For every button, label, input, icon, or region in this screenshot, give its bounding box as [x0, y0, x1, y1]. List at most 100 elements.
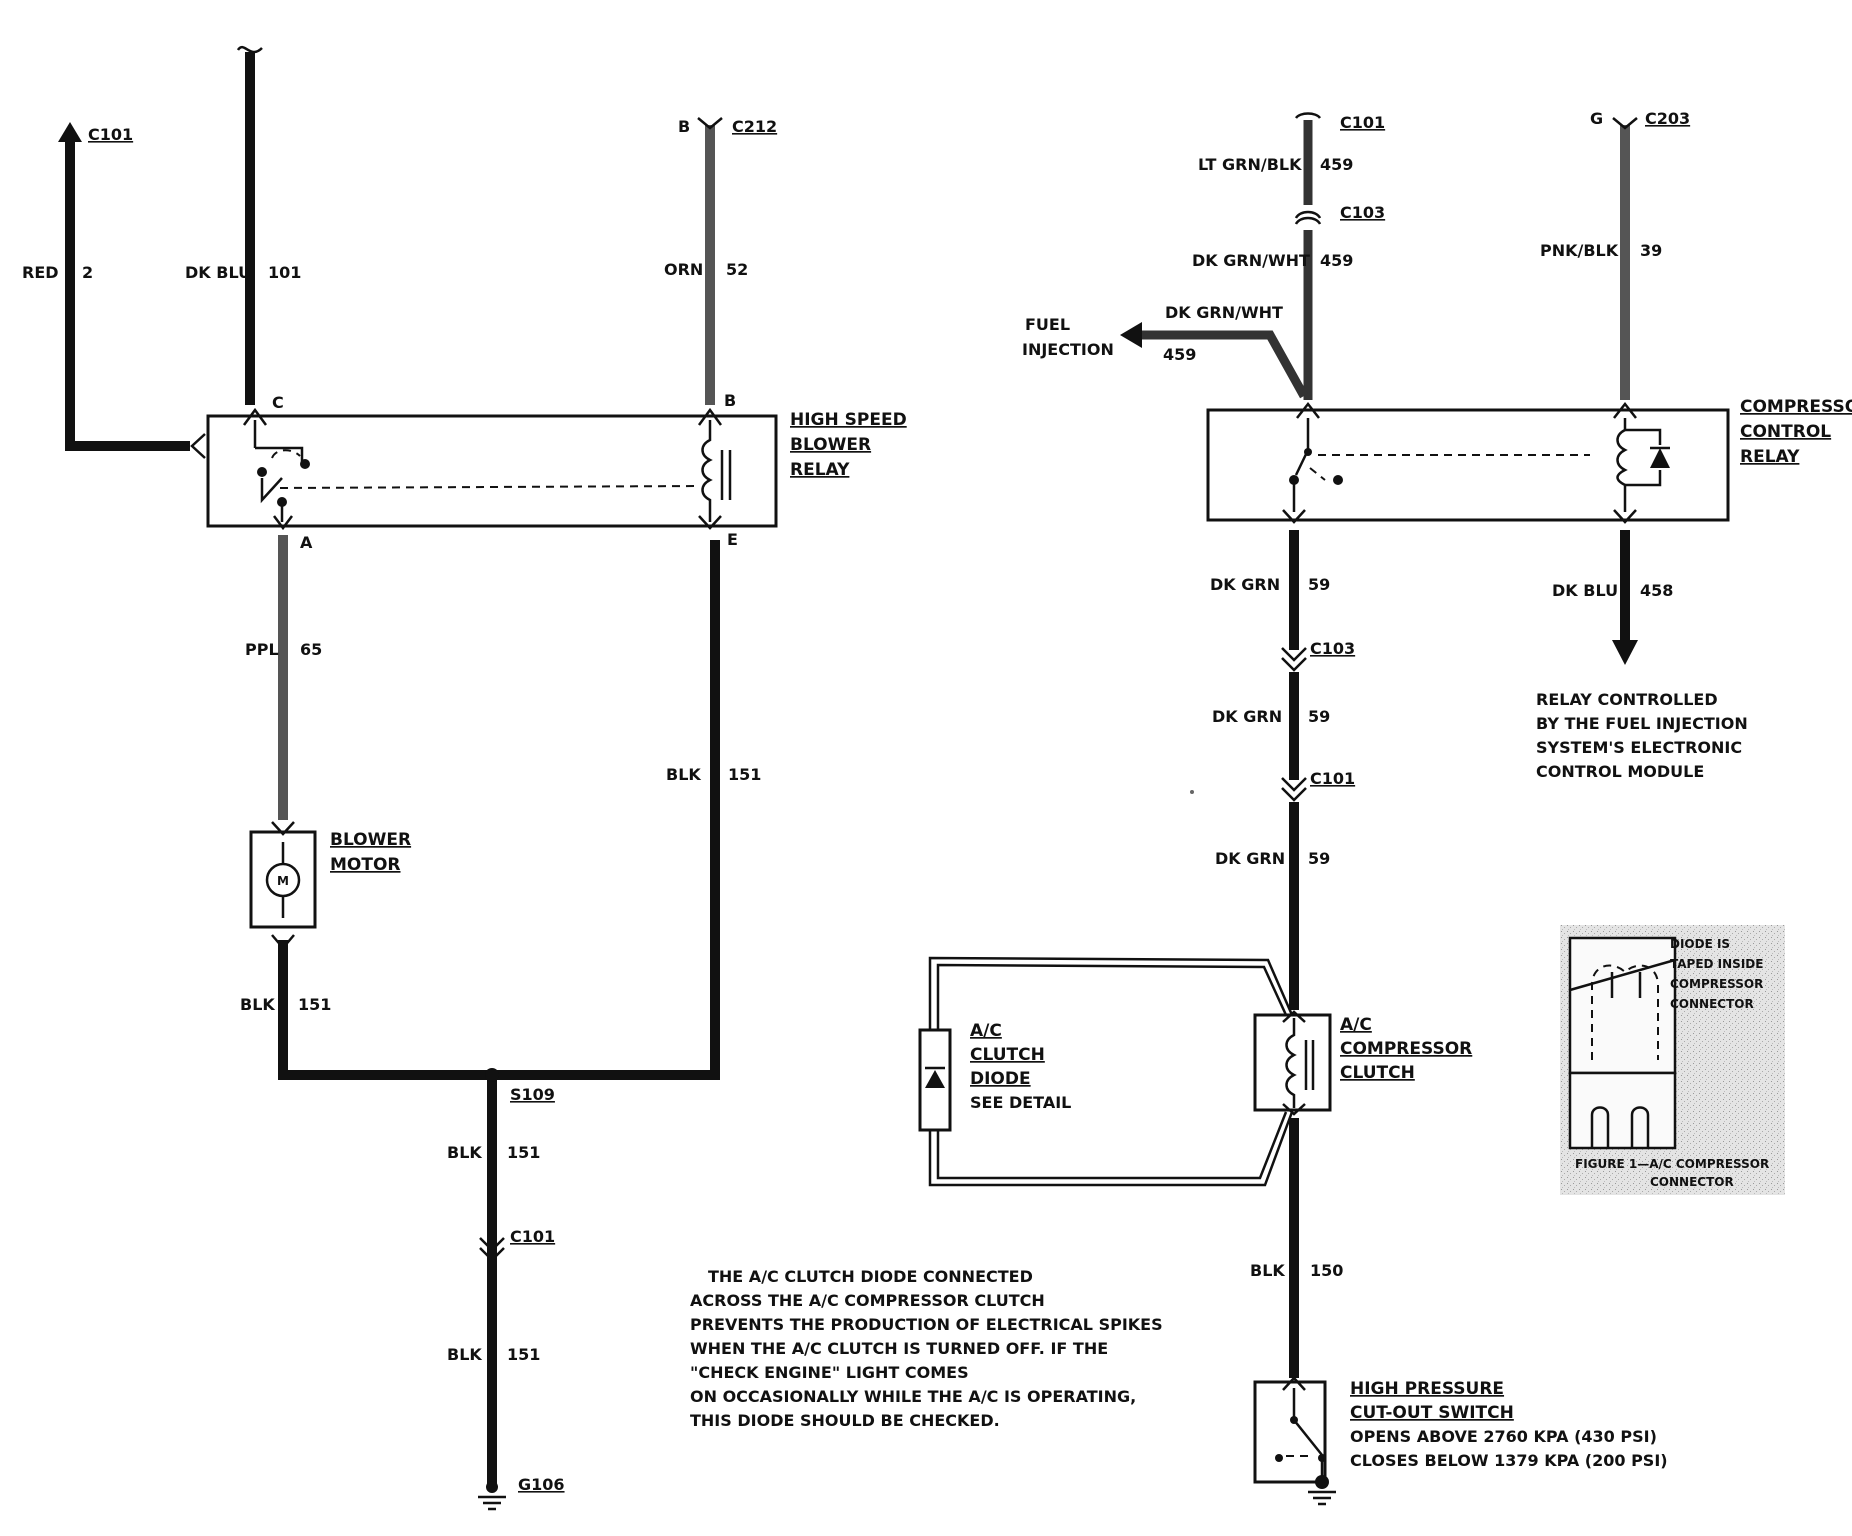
pressure-switch-connector-icon: [1282, 1376, 1306, 1391]
compressor-relay-switch-icon: [1289, 418, 1590, 512]
diode-icon: [925, 1066, 945, 1088]
c203-pin-label: G: [1590, 109, 1603, 128]
relay-pin-c-icon: [242, 407, 268, 426]
blk-s109-circuit-label: 151: [507, 1143, 540, 1162]
fuel-injection-wire: [1140, 330, 1308, 399]
pressure-switch-icon: [1275, 1388, 1336, 1506]
diode-note-line-7: THIS DIODE SHOULD BE CHECKED.: [690, 1411, 1000, 1430]
dk-grn-wht-circuit-label: 459: [1320, 251, 1353, 270]
dk-blu-458-circuit-label: 458: [1640, 581, 1673, 600]
red-wire: [65, 140, 190, 451]
fuel-injection-label-1: FUEL: [1025, 315, 1070, 334]
c101-top-label: C101: [1340, 113, 1385, 132]
c212-pin-label: B: [678, 117, 690, 136]
ac-compressor-clutch-box: [1253, 1013, 1332, 1112]
c101-mid-connector-icon: [1281, 777, 1307, 802]
detail-note-line-1: DIODE IS: [1670, 937, 1730, 951]
ppl-color-label: PPL: [245, 640, 279, 659]
diode-note-line-4: WHEN THE A/C CLUTCH IS TURNED OFF. IF TH…: [690, 1339, 1108, 1358]
relay-switch-icon: [253, 420, 701, 522]
dk-blu-circuit-label: 101: [268, 263, 301, 282]
dk-blu-458-arrow-icon: [1612, 640, 1638, 665]
clutch-bottom-connector-icon: [1282, 1103, 1306, 1116]
dk-grn-1-circuit-label: 59: [1308, 575, 1330, 594]
s109-label: S109: [510, 1085, 555, 1104]
relay-pin-b-icon: [697, 407, 723, 426]
red-circuit-label: 2: [82, 263, 93, 282]
pressure-switch-box: [1253, 1380, 1327, 1484]
relay-pin-e: E: [727, 530, 738, 549]
detail-caption-line-1: FIGURE 1—A/C COMPRESSOR: [1575, 1157, 1769, 1171]
diode-note-line-5: "CHECK ENGINE" LIGHT COMES: [690, 1363, 969, 1382]
compressor-clutch-label-1: A/C: [1340, 1015, 1372, 1035]
c101-inline-connector-icon: [479, 1237, 505, 1262]
dk-grn-2-circuit-label: 59: [1308, 707, 1330, 726]
blk-150-circuit-label: 150: [1310, 1261, 1343, 1280]
relay-note-line-2: BY THE FUEL INJECTION: [1536, 714, 1748, 733]
c103-mid-connector-icon: [1281, 647, 1307, 672]
clutch-diode-label-2: CLUTCH: [970, 1045, 1045, 1065]
relay-pin-b: B: [724, 391, 736, 410]
orn-circuit-label: 52: [726, 260, 748, 279]
clutch-diode-label-3: DIODE: [970, 1069, 1031, 1089]
diode-note-line-2: ACROSS THE A/C COMPRESSOR CLUTCH: [690, 1291, 1045, 1310]
fuel-inj-color-label: DK GRN/WHT: [1165, 303, 1283, 322]
c101-top-connector-icon: [1294, 112, 1322, 119]
compressor-relay-coil-icon: [1616, 418, 1670, 512]
pressure-switch-label-2: CUT-OUT SWITCH: [1350, 1403, 1514, 1423]
detail-caption-line-2: CONNECTOR: [1650, 1175, 1734, 1189]
c101-mid-label: C101: [1310, 769, 1355, 788]
c203-connector-label: C203: [1645, 109, 1690, 128]
c212-connector-label: C212: [732, 117, 777, 136]
detail-note-line-3: COMPRESSOR: [1670, 977, 1763, 991]
red-wire-arrow-icon: [58, 122, 82, 142]
blower-circuit: C101 RED 2 DK BLU 101 C B C212 ORN 52 B: [22, 45, 907, 1511]
clutch-diode-label-1: A/C: [970, 1021, 1002, 1041]
lt-grn-blk-circuit-label: 459: [1320, 155, 1353, 174]
blower-motor-top-connector-icon: [271, 821, 295, 836]
c103-top-label: C103: [1340, 203, 1385, 222]
c103-mid-label: C103: [1310, 639, 1355, 658]
blk-right-circuit-label: 151: [728, 765, 761, 784]
pnk-blk-color-label: PNK/BLK: [1540, 241, 1619, 260]
s109-splice-icon: [485, 1068, 499, 1082]
blk-151-loop-wire: [278, 540, 720, 1080]
stray-dot: [1190, 790, 1194, 794]
blk-ground-color-label: BLK: [447, 1345, 482, 1364]
compressor-clutch-label-2: COMPRESSOR: [1340, 1039, 1472, 1059]
clutch-top-connector-icon: [1282, 1010, 1306, 1023]
fuel-injection-label-2: INJECTION: [1022, 340, 1114, 359]
compressor-clutch-label-3: CLUTCH: [1340, 1063, 1415, 1083]
relay-note-line-4: CONTROL MODULE: [1536, 762, 1704, 781]
relay-coil-icon: [701, 420, 732, 522]
blk-s109-color-label: BLK: [447, 1143, 482, 1162]
compressor-relay-pin-bottom-right-icon: [1613, 509, 1637, 524]
compressor-relay-pin-top-left-icon: [1296, 401, 1320, 419]
relay-pin-c: C: [272, 393, 284, 412]
high-speed-relay-label-3: RELAY: [790, 460, 850, 480]
diode-note: THE A/C CLUTCH DIODE CONNECTED ACROSS TH…: [690, 1267, 1163, 1430]
pressure-switch-label-1: HIGH PRESSURE: [1350, 1379, 1504, 1399]
dk-grn-2-color-label: DK GRN: [1212, 707, 1282, 726]
c101-left-label: C101: [510, 1227, 555, 1246]
pnk-blk-circuit-label: 39: [1640, 241, 1662, 260]
motor-symbol: M: [277, 874, 289, 888]
blower-motor-bottom-connector-icon: [271, 934, 295, 950]
c103-top-connector-icon: [1294, 210, 1322, 225]
fuel-inj-circuit-label: 459: [1163, 345, 1196, 364]
relay-note-line-1: RELAY CONTROLLED: [1536, 690, 1718, 709]
diode-note-line-1: THE A/C CLUTCH DIODE CONNECTED: [708, 1267, 1033, 1286]
blk-ground-circuit-label: 151: [507, 1345, 540, 1364]
fuel-injection-arrow-icon: [1120, 322, 1142, 348]
c212-connector-icon: [697, 117, 723, 130]
dk-grn-3-color-label: DK GRN: [1215, 849, 1285, 868]
detail-figure: DIODE IS TAPED INSIDE COMPRESSOR CONNECT…: [1560, 925, 1785, 1195]
detail-note-line-2: TAPED INSIDE: [1670, 957, 1763, 971]
clutch-coil-icon: [1285, 1018, 1315, 1108]
relay-pin-e-icon: [698, 515, 722, 530]
dk-grn-3-circuit-label: 59: [1308, 849, 1330, 868]
high-speed-relay-label-2: BLOWER: [790, 435, 871, 455]
blower-motor-label-1: BLOWER: [330, 830, 411, 850]
detail-note-line-4: CONNECTOR: [1670, 997, 1754, 1011]
